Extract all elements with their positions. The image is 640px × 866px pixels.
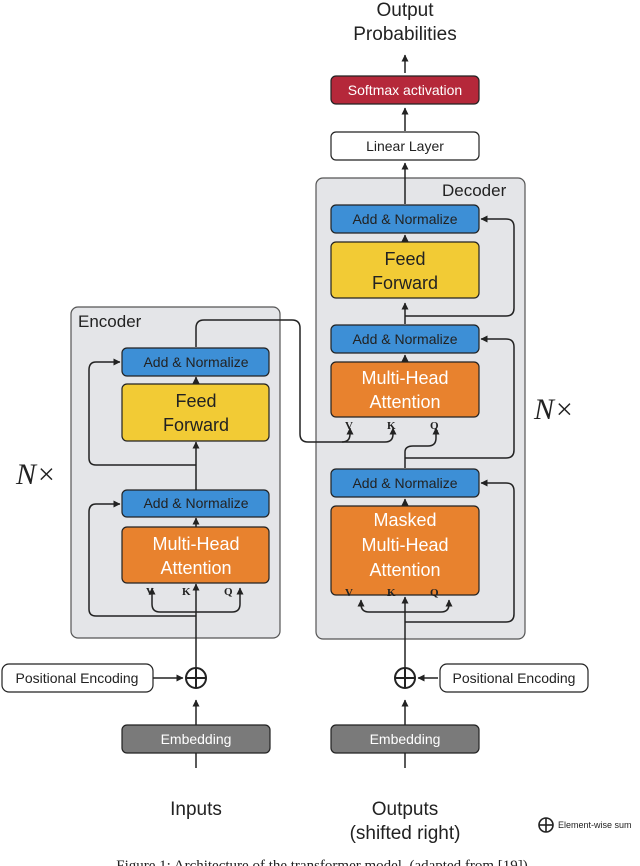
decoder-repeat-label: N× — [533, 393, 574, 426]
output-probabilities-line2: Probabilities — [353, 24, 457, 45]
decoder-output-label-line1: Outputs — [372, 799, 439, 820]
decoder-positional-encoding: Positional Encoding — [439, 663, 589, 693]
encoder-positional-encoding: Positional Encoding — [1, 663, 154, 693]
encoder-title: Encoder — [78, 312, 142, 331]
linear-layer: Linear Layer — [330, 131, 480, 161]
encoder-add-normalize-top-label: Add & Normalize — [143, 354, 248, 370]
decoder-add-normalize-2: Add & Normalize — [330, 324, 480, 354]
decoder-q2-label: Q — [430, 587, 439, 599]
decoder-embedding-label: Embedding — [370, 731, 441, 747]
decoder-masked-line1: Masked — [373, 510, 436, 530]
decoder-add-normalize-3: Add & Normalize — [330, 468, 480, 498]
decoder-mha-line1: Multi-Head — [361, 368, 448, 388]
decoder-feed-forward-line1: Feed — [384, 249, 425, 269]
encoder-mha-line1: Multi-Head — [152, 534, 239, 554]
figure-caption: Figure 1: Architecture of the transforme… — [116, 858, 528, 866]
decoder-positional-encoding-label: Positional Encoding — [453, 670, 576, 686]
decoder-q1-label: Q — [430, 420, 439, 432]
encoder-add-normalize-top: Add & Normalize — [121, 347, 270, 377]
output-probabilities-line1: Output — [376, 0, 434, 21]
decoder-masked-line2: Multi-Head — [361, 535, 448, 555]
softmax-activation: Softmax activation — [330, 75, 480, 105]
encoder-multi-head-attention: Multi-Head Attention — [121, 526, 270, 584]
encoder-k-label: K — [182, 586, 191, 598]
softmax-activation-label: Softmax activation — [348, 82, 462, 98]
encoder-feed-forward-line2: Forward — [163, 415, 229, 435]
decoder-v2-label: V — [345, 587, 353, 599]
encoder-sum-icon — [185, 667, 207, 689]
encoder-repeat-label: N× — [15, 458, 56, 491]
decoder-add-normalize-2-label: Add & Normalize — [352, 331, 457, 347]
decoder-sum-icon — [394, 667, 416, 689]
legend-sum-icon — [538, 817, 554, 833]
decoder-add-normalize-3-label: Add & Normalize — [352, 475, 457, 491]
encoder-positional-encoding-label: Positional Encoding — [16, 670, 139, 686]
decoder-add-normalize-1: Add & Normalize — [330, 204, 480, 234]
decoder-multi-head-attention: Multi-Head Attention — [330, 361, 480, 418]
decoder-output-label-line2: (shifted right) — [350, 823, 461, 844]
encoder-mha-line2: Attention — [160, 558, 231, 578]
encoder-add-normalize-bottom: Add & Normalize — [121, 489, 270, 518]
decoder-masked-line3: Attention — [369, 560, 440, 580]
decoder-add-normalize-1-label: Add & Normalize — [352, 211, 457, 227]
encoder-input-label: Inputs — [170, 799, 222, 820]
decoder-mha-line2: Attention — [369, 392, 440, 412]
encoder-add-normalize-bottom-label: Add & Normalize — [143, 495, 248, 511]
encoder-v-label: V — [146, 586, 154, 598]
encoder-feed-forward: Feed Forward — [121, 383, 270, 442]
decoder-title: Decoder — [442, 181, 507, 200]
decoder-v1-label: V — [345, 420, 353, 432]
decoder-feed-forward: Feed Forward — [330, 241, 480, 299]
encoder-feed-forward-line1: Feed — [175, 391, 216, 411]
encoder-q-label: Q — [224, 586, 233, 598]
decoder-k2-label: K — [387, 587, 396, 599]
decoder-masked-multi-head-attention: Masked Multi-Head Attention — [330, 505, 480, 596]
encoder-embedding: Embedding — [121, 724, 271, 754]
decoder-k1-label: K — [387, 420, 396, 432]
linear-layer-label: Linear Layer — [366, 138, 444, 154]
decoder-feed-forward-line2: Forward — [372, 273, 438, 293]
decoder-embedding: Embedding — [330, 724, 480, 754]
legend-sum-label: Element-wise sum — [558, 820, 632, 830]
encoder-embedding-label: Embedding — [161, 731, 232, 747]
